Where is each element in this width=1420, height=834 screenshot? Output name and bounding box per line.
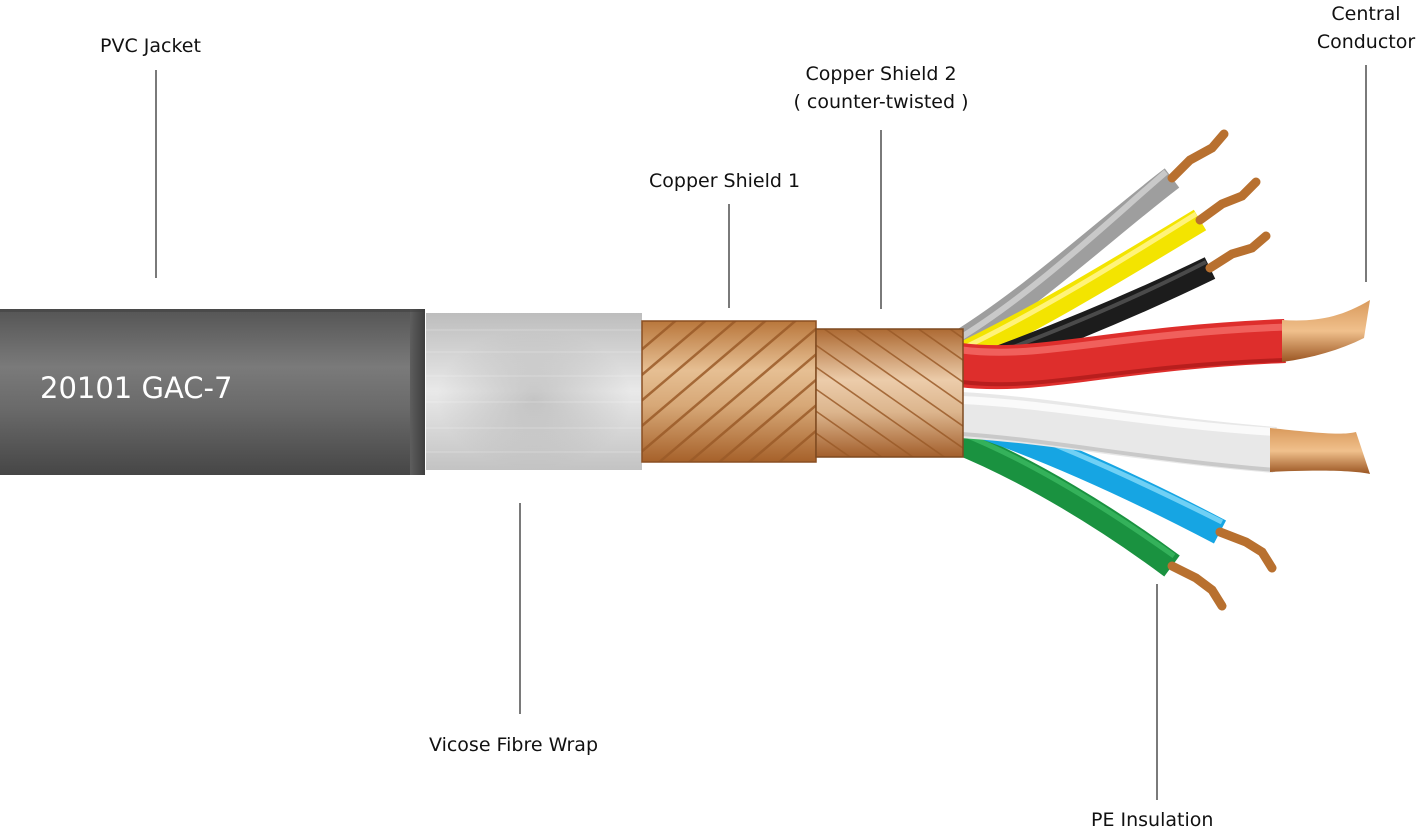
conductor-yellow bbox=[1195, 177, 1261, 225]
copper-shield-2 bbox=[815, 328, 964, 458]
conductor-green bbox=[1167, 561, 1227, 611]
label-central-conductor: Central Conductor bbox=[1306, 0, 1420, 56]
viscose-fibre-wrap bbox=[426, 313, 642, 470]
conductor-grey bbox=[1167, 129, 1229, 183]
label-pe-insulation: PE Insulation bbox=[1091, 809, 1214, 831]
wire-red bbox=[957, 319, 1286, 390]
label-copper-shield-1: Copper Shield 1 bbox=[649, 170, 801, 192]
wire-bundle bbox=[943, 129, 1370, 611]
conductor-red bbox=[1282, 300, 1370, 362]
label-central-conductor-line2: Conductor bbox=[1316, 31, 1416, 53]
wire-green bbox=[950, 427, 1180, 577]
leader-lines bbox=[155, 65, 1367, 800]
jacket-print: 20101 GAC-7 bbox=[40, 371, 233, 405]
label-pvc-jacket: PVC Jacket bbox=[100, 35, 201, 57]
copper-shield-1 bbox=[641, 320, 817, 463]
label-viscose-wrap: Vicose Fibre Wrap bbox=[429, 734, 599, 756]
conductor-blue bbox=[1215, 527, 1277, 573]
conductor-black bbox=[1205, 231, 1271, 273]
wire-grey bbox=[943, 168, 1180, 359]
label-copper-shield-2: Copper Shield 2 ( counter-twisted ) bbox=[781, 60, 981, 116]
wire-white bbox=[958, 392, 1277, 473]
label-copper-shield-2-line1: Copper Shield 2 bbox=[805, 63, 957, 85]
pvc-jacket bbox=[0, 309, 425, 475]
label-central-conductor-line1: Central bbox=[1331, 3, 1401, 25]
conductor-white bbox=[1270, 428, 1370, 474]
label-copper-shield-2-line2: ( counter-twisted ) bbox=[793, 91, 969, 113]
wire-yellow bbox=[944, 209, 1207, 371]
